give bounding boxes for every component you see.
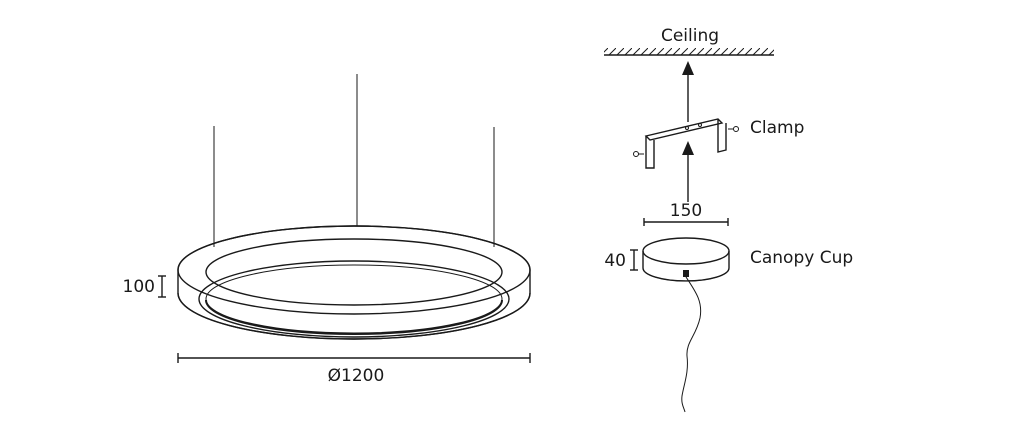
- ring-inner-band-inner: [205, 264, 503, 334]
- arrow-up-icon: [682, 61, 694, 122]
- canopy-cup: [642, 237, 730, 282]
- clamp-label: Clamp: [750, 118, 804, 138]
- cup-height-label: 40: [604, 251, 626, 271]
- ring-pendant: [177, 74, 531, 340]
- height-label: 100: [123, 277, 155, 297]
- power-cord: [681, 276, 702, 413]
- ring-inner-shadow: [205, 299, 503, 335]
- diameter-dimension: Ø1200: [177, 353, 531, 386]
- canopy-label: Canopy Cup: [750, 248, 853, 268]
- ring-top-outer-edge: [177, 225, 531, 315]
- arrow-up-icon: [682, 141, 694, 202]
- clamp-bracket: [633, 118, 739, 169]
- ring-inner-band-outer: [198, 260, 510, 338]
- ceiling: Ceiling: [604, 26, 774, 56]
- screw-icon: [728, 126, 739, 132]
- ceiling-hatch: [604, 48, 774, 55]
- ring-top-inner-edge: [205, 238, 503, 306]
- cup-width-label: 150: [670, 201, 702, 221]
- diameter-label: Ø1200: [328, 366, 385, 386]
- screw-icon: [633, 151, 644, 157]
- cable-gland: [683, 270, 689, 277]
- cup-height-dimension: 40: [604, 249, 638, 271]
- height-dimension: 100: [123, 275, 166, 298]
- cup-width-dimension: 150: [643, 201, 729, 226]
- ceiling-label: Ceiling: [661, 26, 719, 46]
- ring-lower-edge: [177, 292, 531, 340]
